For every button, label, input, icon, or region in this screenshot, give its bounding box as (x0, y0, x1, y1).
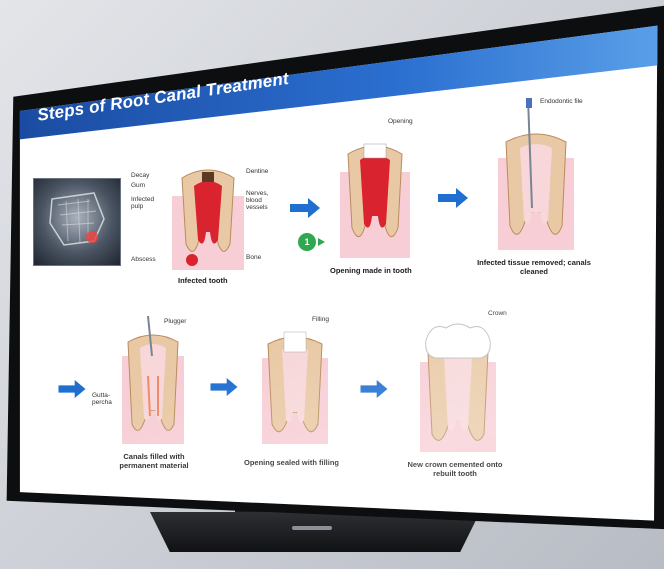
caption-tissue-removed: Infected tissue removed; canals cleaned (474, 258, 594, 277)
label-gutta-percha: Gutta-percha (92, 392, 120, 406)
crowned-tooth-illustration (420, 318, 496, 452)
opened-tooth-illustration (340, 138, 410, 258)
right-arrow-icon (360, 380, 388, 398)
infected-tooth-illustration (172, 166, 244, 270)
step-badge: 1 (298, 233, 316, 251)
caption-canals-filled: Canals filled with permanent material (110, 452, 198, 471)
right-arrow-icon (290, 198, 320, 218)
label-endodontic-file: Endodontic file (540, 98, 583, 105)
sealed-tooth-illustration (262, 324, 328, 444)
label-opening: Opening (388, 118, 413, 125)
label-nerves-blood-vessels: Nerves, blood vessels (246, 190, 282, 211)
label-filling: Filling (312, 316, 329, 323)
filled-canals-tooth-illustration (122, 316, 184, 444)
right-arrow-icon (438, 188, 468, 208)
label-abscess: Abscess (131, 256, 156, 263)
caption-new-crown: New crown cemented onto rebuilt tooth (400, 460, 510, 479)
label-decay: Decay (131, 172, 149, 179)
label-dentine: Dentine (246, 168, 268, 175)
label-gum: Gum (131, 182, 145, 189)
right-arrow-icon (210, 378, 238, 396)
right-arrow-icon (58, 380, 86, 398)
xray-image (33, 178, 121, 266)
label-plugger: Plugger (164, 318, 186, 325)
xray-tooth-icon (34, 179, 120, 265)
label-crown: Crown (488, 310, 507, 317)
tv-stand-logo (292, 526, 332, 530)
caption-opening-sealed: Opening sealed with filling (244, 458, 339, 467)
caption-opening-made: Opening made in tooth (330, 266, 412, 275)
cleaned-tooth-illustration (498, 98, 574, 250)
label-infected-pulp: Infected pulp (131, 196, 167, 210)
label-bone: Bone (246, 254, 261, 261)
step-badge-pointer (318, 238, 325, 246)
caption-infected-tooth: Infected tooth (178, 276, 228, 285)
